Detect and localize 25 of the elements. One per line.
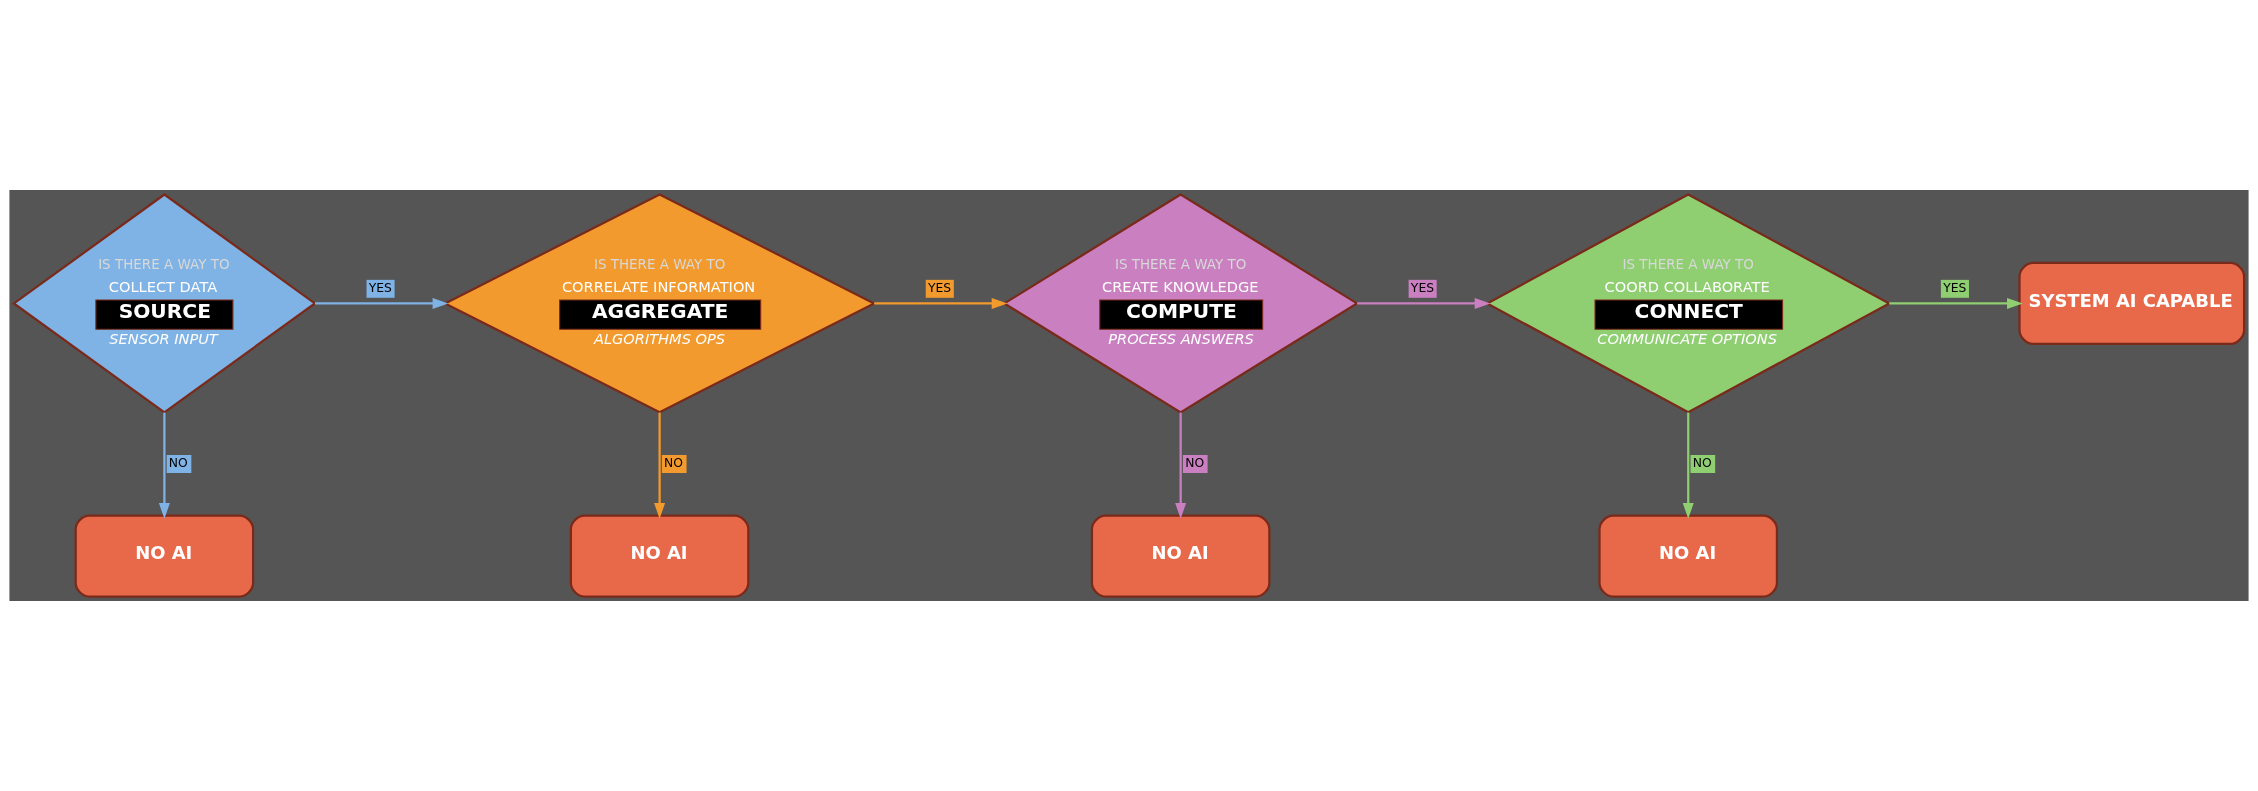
edge-label: YES bbox=[368, 280, 392, 295]
edge-label: YES bbox=[1943, 280, 1967, 295]
node-diamond: IS THERE A WAY TO COORD COLLABORATE CONNECT COMMUNICATE OPTIONS bbox=[1484, 193, 1892, 414]
arrow bbox=[1175, 412, 1187, 519]
node-box: SYSTEM AI CAPABLE bbox=[2018, 261, 2246, 345]
edge-label: YES bbox=[1410, 280, 1435, 295]
arrow bbox=[158, 412, 170, 519]
edge-label: YES bbox=[927, 280, 952, 295]
edge-label: NO bbox=[168, 456, 188, 471]
node-diamond: IS THERE A WAY TO CREATE KNOWLEDGE COMPUTE PROCESS ANSWERS bbox=[1002, 193, 1360, 414]
arrow bbox=[654, 412, 666, 519]
arrow bbox=[1889, 297, 2023, 309]
node-box: NO AI bbox=[1598, 514, 1779, 598]
node-box: NO AI bbox=[74, 514, 255, 598]
edge-label: NO bbox=[1692, 456, 1712, 471]
arrow bbox=[1682, 412, 1694, 519]
node-diamond: IS THERE A WAY TO COLLECT DATA SOURCE SENSOR INPUT bbox=[12, 193, 317, 414]
node-diamond: IS THERE A WAY TO CORRELATE INFORMATION AGGREGATE ALGORITHMS OPS bbox=[442, 193, 877, 414]
arrow bbox=[1357, 297, 1491, 309]
node-box: NO AI bbox=[569, 514, 750, 598]
node-box: NO AI bbox=[1090, 514, 1271, 598]
edge-label: NO bbox=[1185, 456, 1205, 471]
arrow bbox=[874, 297, 1008, 309]
arrow bbox=[315, 297, 449, 309]
edge-label: NO bbox=[664, 456, 684, 471]
